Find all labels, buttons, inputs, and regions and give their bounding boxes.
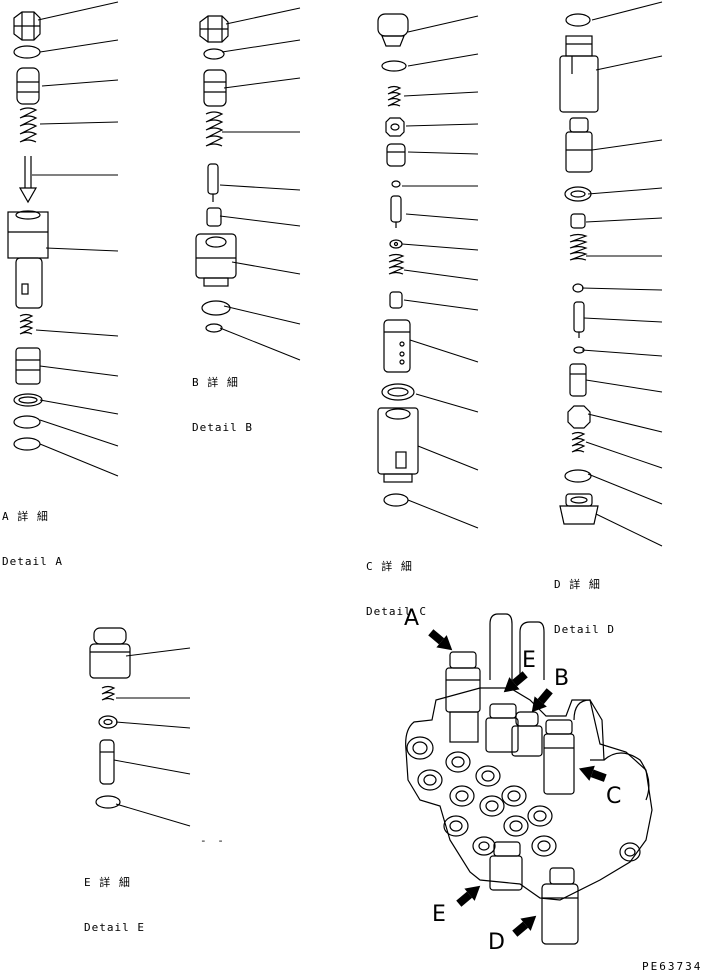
detail-d-caption-en: Detail D	[554, 623, 615, 636]
detail-c-caption-jp: C 詳 細	[366, 560, 413, 573]
arrow-d	[512, 915, 537, 937]
valve-assembly	[405, 613, 653, 945]
view-arrows	[428, 629, 607, 937]
view-letter-e-top: E	[522, 648, 536, 673]
detail-d-parts	[559, 1, 663, 547]
detail-c-parts	[377, 13, 479, 529]
stray-mark: - -	[200, 834, 226, 847]
view-letter-e-bottom: E	[432, 902, 446, 927]
view-letter-a: A	[404, 606, 420, 631]
view-letter-c: C	[606, 784, 622, 809]
detail-b-caption-en: Detail B	[192, 421, 253, 434]
detail-e-caption-en: Detail E	[84, 921, 145, 934]
detail-c-caption: C 詳 細 Detail C	[366, 534, 427, 631]
arrow-e-bottom	[456, 885, 481, 907]
arrow-c	[578, 765, 607, 782]
detail-c-caption-en: Detail C	[366, 605, 427, 618]
detail-e-caption: E 詳 細 Detail E	[84, 850, 145, 947]
detail-e-caption-jp: E 詳 細	[84, 876, 131, 889]
arrow-b	[531, 688, 553, 713]
view-letter-b: B	[554, 666, 570, 691]
detail-a-caption-en: Detail A	[2, 555, 63, 568]
drawing-code: PE63734	[642, 960, 703, 973]
detail-a-parts	[7, 1, 119, 477]
detail-b-caption: B 詳 細 Detail B	[192, 350, 253, 447]
detail-a-caption-jp: A 詳 細	[2, 510, 49, 523]
detail-e-parts	[89, 627, 191, 827]
view-letter-d: D	[488, 930, 505, 955]
detail-d-caption-jp: D 詳 細	[554, 578, 601, 591]
detail-b-parts	[195, 7, 301, 361]
detail-d-caption: D 詳 細 Detail D	[554, 552, 615, 649]
detail-b-caption-jp: B 詳 細	[192, 376, 239, 389]
detail-a-caption: A 詳 細 Detail A	[2, 484, 63, 581]
arrow-a	[428, 629, 453, 651]
arrow-e-top	[503, 671, 528, 693]
